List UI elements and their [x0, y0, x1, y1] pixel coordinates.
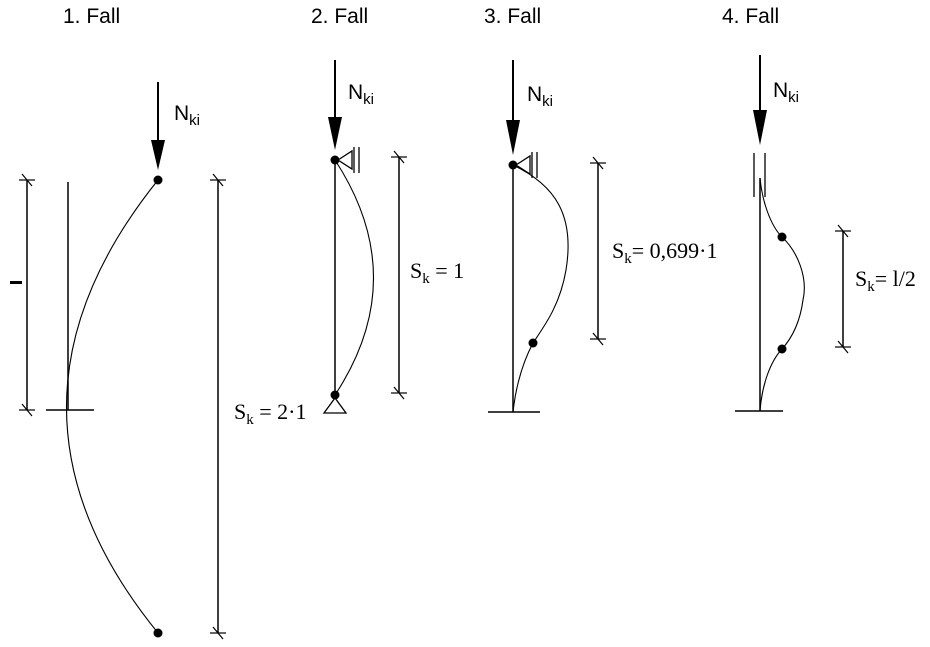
case-3-load-subscript: ki — [542, 93, 554, 110]
case-2-sk-tick-top-slash — [393, 150, 405, 164]
case-1-sk-tick-bottom-slash — [212, 626, 224, 640]
case-2-sk-tick-bottom-slash — [393, 386, 405, 400]
case-4-lower-inflection-point — [777, 344, 787, 354]
case-3-load-arrow-head — [506, 120, 520, 155]
case-1-sk-label: Sk = 2·1 — [234, 399, 306, 429]
case-3-load-label: Nki — [527, 83, 553, 110]
case-4-sk-symbol: S — [855, 266, 868, 291]
case-2-sk-value: = 1 — [429, 258, 465, 283]
case-2-top-roller-support — [336, 149, 353, 171]
case-2-bottom-point — [330, 390, 340, 400]
case-1-sk-symbol: S — [234, 399, 247, 424]
case-4-upper-inflection-point — [777, 232, 787, 242]
case-2-sk-subscript: k — [422, 271, 430, 287]
case-1-buckling-curve — [65, 179, 159, 634]
case-3-sk-tick-bottom-slash — [592, 332, 604, 346]
case-1-length-tick-bottom-slash — [21, 403, 33, 417]
case-3-sk-value: = 0,699·1 — [631, 238, 718, 263]
case-3-title: 3. Fall — [484, 5, 542, 28]
case-1-title: 1. Fall — [63, 5, 121, 28]
case-2-sk-label: Sk = 1 — [410, 258, 464, 288]
case-1-load-arrow-head — [151, 140, 165, 170]
case-2-bottom-pin-support — [322, 396, 348, 414]
case-2-load-subscript: ki — [363, 91, 375, 108]
case-4-load-subscript: ki — [788, 89, 800, 106]
case-4-figure — [735, 55, 851, 412]
case-3-sk-label: Sk= 0,699·1 — [612, 238, 717, 268]
case-4-load-arrow-head — [753, 110, 767, 145]
case-4-sk-value: = l/2 — [874, 266, 916, 291]
case-4-sk-subscript: k — [867, 279, 875, 295]
case-3-sk-symbol: S — [612, 238, 625, 263]
case-1-sk-value: = 2·1 — [253, 399, 307, 424]
case-1-length-tick-top-slash — [21, 173, 33, 187]
case-2-load-arrow-head — [328, 117, 342, 150]
case-2-top-point — [330, 155, 340, 165]
case-4-title: 4. Fall — [722, 5, 780, 28]
case-1-load-label: Nki — [174, 102, 200, 129]
case-3-figure — [488, 60, 606, 413]
case-2-figure — [322, 60, 407, 414]
case-3-inflection-point — [528, 338, 538, 348]
case-4-sk-tick-bottom-slash — [837, 340, 849, 354]
case-4-load-label: Nki — [773, 79, 799, 106]
case-1-bottom-point — [153, 628, 163, 638]
case-1-load-symbol: N — [174, 102, 190, 125]
case-4-sk-tick-top-slash — [837, 224, 849, 238]
case-2-buckling-curve — [334, 159, 374, 396]
case-4-sk-label: Sk= l/2 — [855, 266, 916, 296]
case-1-sk-tick-top-slash — [212, 173, 224, 187]
case-3-top-point — [508, 160, 518, 170]
case-4-load-symbol: N — [773, 79, 789, 102]
case-3-buckling-curve — [512, 164, 569, 413]
case-1-figure — [19, 82, 226, 640]
case-3-sk-subscript: k — [624, 251, 632, 267]
case-2-sk-symbol: S — [410, 258, 423, 283]
case-1-load-subscript: ki — [189, 112, 201, 129]
case-1-sk-subscript: k — [246, 412, 254, 428]
case-1-top-point — [153, 175, 163, 185]
case-2-title: 2. Fall — [311, 5, 369, 28]
case-2-load-label: Nki — [348, 81, 374, 108]
case-3-sk-tick-top-slash — [592, 156, 604, 170]
case-4-buckling-curve — [759, 177, 805, 412]
case-3-top-roller-support — [514, 154, 531, 176]
case-1-length-marker — [10, 281, 22, 284]
case-2-load-symbol: N — [348, 81, 364, 104]
case-3-load-symbol: N — [527, 83, 543, 106]
